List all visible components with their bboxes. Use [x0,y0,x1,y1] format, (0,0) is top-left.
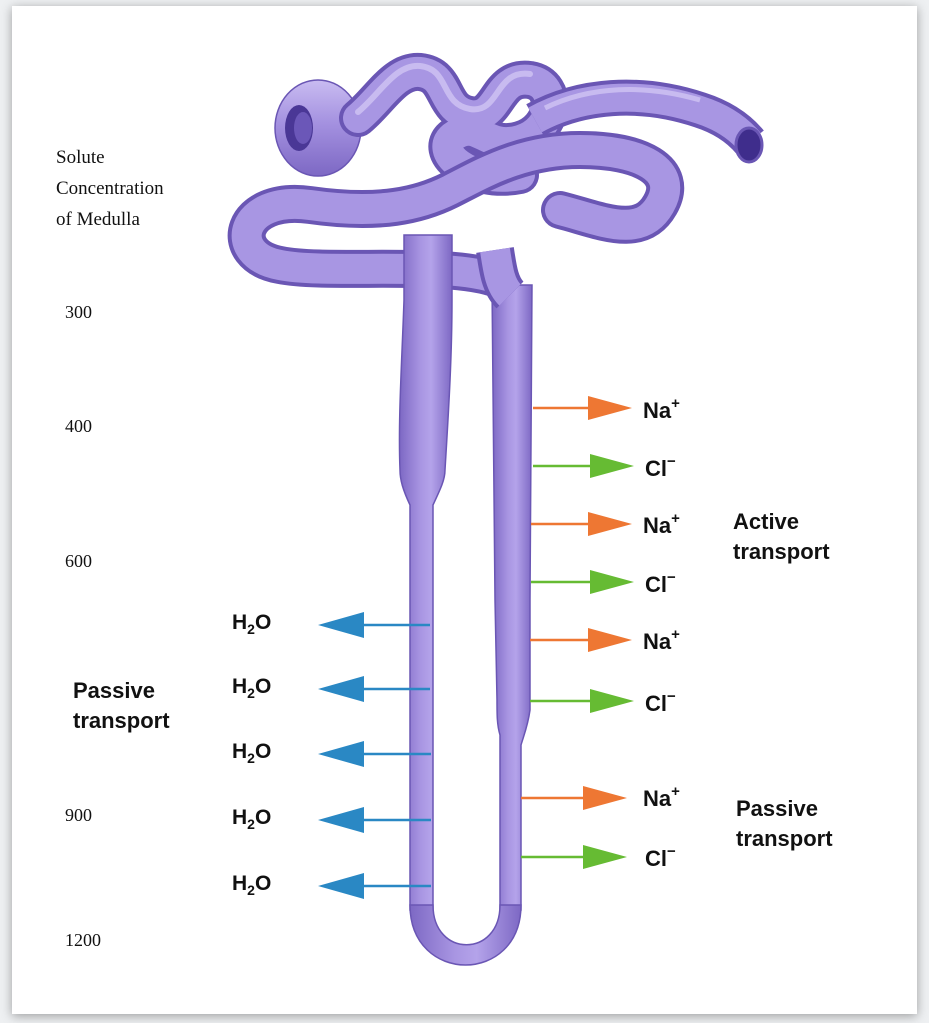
passive-transport-right-line-2: transport [736,824,833,854]
h2o-arrowhead-2 [318,676,364,702]
h2o-subscript: 2 [247,882,255,898]
ascending-limb [492,250,532,910]
h2o-tail: O [255,872,271,895]
h2o-subscript: 2 [247,750,255,766]
na-label-4: Na+ [643,786,680,812]
h2o-arrowhead-3 [318,741,364,767]
h2o-subscript: 2 [247,621,255,637]
na-charge: + [671,626,680,643]
passive-transport-left-line-2: transport [73,706,170,736]
na-arrowhead-2 [588,512,632,536]
active-transport-line-1: Active [733,507,830,537]
tick-400: 400 [65,416,92,437]
tick-900: 900 [65,805,92,826]
cl-charge: − [667,843,676,860]
h2o-tail: O [255,611,271,634]
cl-label-3: Cl− [645,691,676,717]
cl-arrowhead-3 [590,689,634,713]
na-symbol: Na [643,786,671,811]
h2o-base: H [232,872,247,895]
cl-symbol: Cl [645,691,667,716]
na-symbol: Na [643,398,671,423]
h2o-arrowhead-1 [318,612,364,638]
cl-arrowhead-1 [590,454,634,478]
passive-transport-left-line-1: Passive [73,676,170,706]
h2o-base: H [232,806,247,829]
concentration-axis-title: Solute Concentration of Medulla [56,142,164,235]
h2o-tail: O [255,675,271,698]
axis-title-line-3: of Medulla [56,204,164,235]
active-transport-line-2: transport [733,537,830,567]
h2o-label-1: H2O [232,611,271,637]
chloride-arrows [521,454,634,869]
h2o-arrowhead-4 [318,807,364,833]
active-transport-label: Active transport [733,507,830,567]
tick-600: 600 [65,551,92,572]
h2o-label-3: H2O [232,740,271,766]
h2o-base: H [232,611,247,634]
na-label-1: Na+ [643,398,680,424]
h2o-label-4: H2O [232,806,271,832]
passive-transport-right-line-1: Passive [736,794,833,824]
cl-label-1: Cl− [645,456,676,482]
h2o-subscript: 2 [247,685,255,701]
na-charge: + [671,395,680,412]
na-charge: + [671,783,680,800]
cl-symbol: Cl [645,846,667,871]
h2o-tail: O [255,806,271,829]
h2o-tail: O [255,740,271,763]
h2o-base: H [232,740,247,763]
cl-arrowhead-2 [590,570,634,594]
cl-charge: − [667,569,676,586]
na-symbol: Na [643,513,671,538]
cl-charge: − [667,453,676,470]
cl-symbol: Cl [645,456,667,481]
h2o-subscript: 2 [247,816,255,832]
cl-charge: − [667,688,676,705]
passive-transport-right-label: Passive transport [736,794,833,854]
loop-hairpin [410,905,521,965]
tick-1200: 1200 [65,930,101,951]
descending-limb [399,235,452,910]
cl-symbol: Cl [645,572,667,597]
collecting-duct-opening [736,128,762,162]
na-charge: + [671,510,680,527]
h2o-base: H [232,675,247,698]
na-label-3: Na+ [643,629,680,655]
axis-title-line-1: Solute [56,142,164,173]
tick-300: 300 [65,302,92,323]
na-arrowhead-4 [583,786,627,810]
h2o-label-2: H2O [232,675,271,701]
h2o-arrowhead-5 [318,873,364,899]
cl-label-4: Cl− [645,846,676,872]
cl-arrowhead-4 [583,845,627,869]
sodium-arrows [521,396,632,810]
na-arrowhead-3 [588,628,632,652]
passive-transport-left-label: Passive transport [73,676,170,736]
axis-title-line-2: Concentration [56,173,164,204]
h2o-label-5: H2O [232,872,271,898]
cl-label-2: Cl− [645,572,676,598]
na-label-2: Na+ [643,513,680,539]
na-arrowhead-1 [588,396,632,420]
na-symbol: Na [643,629,671,654]
